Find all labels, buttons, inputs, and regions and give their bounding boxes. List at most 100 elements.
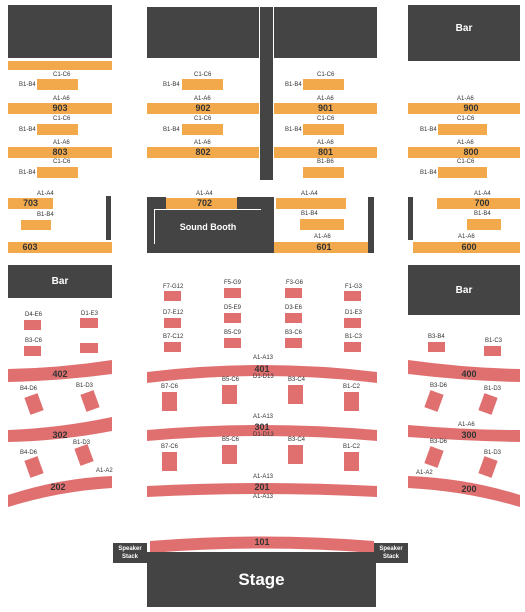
section-601-b-rows[interactable] <box>300 219 344 230</box>
box-b4d6-left-302[interactable] <box>24 456 44 478</box>
section-801-b-rows[interactable] <box>303 124 344 135</box>
bar-right[interactable] <box>408 265 520 315</box>
section-200-arc[interactable] <box>408 476 520 507</box>
section-402-label: 402 <box>52 369 68 379</box>
row-label: A1-A6 <box>458 234 475 240</box>
section-201-arc[interactable] <box>147 483 377 497</box>
bar-right-label: Bar <box>455 285 473 296</box>
box-b3d6-right-300[interactable] <box>424 390 444 412</box>
section-301-label: 301 <box>254 422 270 432</box>
box-b1d3-right-200[interactable] <box>478 456 498 478</box>
row-label: B5-C6 <box>222 437 240 443</box>
section-601-label: 601 <box>316 242 332 252</box>
row-label: C1-C6 <box>194 116 212 122</box>
box-f7g12[interactable] <box>164 291 181 301</box>
box-b5c6-401[interactable] <box>222 385 237 404</box>
section-401-arc[interactable] <box>147 365 377 383</box>
box-b5c9[interactable] <box>224 338 241 348</box>
section-702[interactable] <box>166 198 237 209</box>
box-b1c3-left[interactable] <box>80 343 98 353</box>
box-b1d3-right-300[interactable] <box>478 393 498 415</box>
section-601[interactable] <box>274 242 368 253</box>
section-801-lower[interactable] <box>303 167 344 178</box>
section-703-b-rows[interactable] <box>21 220 51 230</box>
section-903[interactable] <box>8 103 112 114</box>
section-803[interactable] <box>8 147 112 158</box>
box-d1e3-left[interactable] <box>80 318 98 328</box>
box-b3b4[interactable] <box>428 342 445 352</box>
section-900[interactable] <box>408 103 520 114</box>
section-801[interactable] <box>274 147 377 158</box>
section-300-arc[interactable] <box>408 425 520 442</box>
section-202-arc[interactable] <box>8 476 112 507</box>
section-301-arc[interactable] <box>147 425 377 441</box>
section-200-label: 200 <box>461 484 477 494</box>
section-800-b-rows[interactable] <box>438 124 487 135</box>
box-f1g3[interactable] <box>344 291 361 301</box>
section-902-b-rows[interactable] <box>182 79 223 90</box>
row-label: B3-C6 <box>285 330 303 336</box>
box-b3c4-301[interactable] <box>288 445 303 464</box>
section-800[interactable] <box>408 147 520 158</box>
section-901[interactable] <box>274 103 377 114</box>
box-b1c2-301[interactable] <box>344 452 359 471</box>
section-803-b-rows-lower[interactable] <box>37 167 78 178</box>
section-703[interactable] <box>8 198 53 209</box>
row-label: B5-C6 <box>222 377 240 383</box>
box-b3c6-center[interactable] <box>285 338 302 348</box>
section-600-b-rows[interactable] <box>467 219 501 230</box>
row-label: B1-B6 <box>317 159 334 165</box>
section-600[interactable] <box>413 242 520 253</box>
bar-left[interactable] <box>8 265 112 298</box>
box-b5c6-301[interactable] <box>222 445 237 464</box>
row-label: B3-B4 <box>428 334 445 340</box>
bar-top-right[interactable] <box>408 5 520 61</box>
box-b1d3-left-302[interactable] <box>74 444 94 466</box>
row-label: B4-D6 <box>20 386 38 392</box>
section-101-arc[interactable] <box>150 536 374 554</box>
row-label: C1-C6 <box>317 72 335 78</box>
box-b3d6-right-200[interactable] <box>424 446 444 468</box>
box-d7e12[interactable] <box>164 318 181 328</box>
section-400-arc[interactable] <box>408 360 520 382</box>
section-901-b-rows[interactable] <box>303 79 344 90</box>
row-label: B1-C3 <box>345 334 363 340</box>
section-800-lower[interactable] <box>438 167 487 178</box>
box-b1c3-center[interactable] <box>344 342 361 352</box>
box-b1c3-right[interactable] <box>484 346 501 356</box>
section-903-top-strip[interactable] <box>8 61 112 70</box>
section-302-arc[interactable] <box>8 417 112 442</box>
box-d1e3-center[interactable] <box>344 318 361 328</box>
box-b3c4-401[interactable] <box>288 385 303 404</box>
row-label: B1-C3 <box>485 338 503 344</box>
section-701-strip[interactable] <box>276 198 346 209</box>
section-903-b-rows[interactable] <box>37 79 78 90</box>
box-b3c6-left[interactable] <box>24 346 41 356</box>
box-b1d3-left-402[interactable] <box>80 390 100 412</box>
row-label: B1-B4 <box>19 170 36 176</box>
row-label: A1-A4 <box>37 191 54 197</box>
section-603[interactable] <box>8 242 112 253</box>
box-d4e6[interactable] <box>24 320 41 330</box>
row-label: C1-C6 <box>53 116 71 122</box>
section-803-b-rows[interactable] <box>37 124 78 135</box>
box-b1c2-401[interactable] <box>344 392 359 411</box>
box-d3e6[interactable] <box>285 313 302 323</box>
box-f5g9[interactable] <box>224 288 241 298</box>
row-label: A1-A6 <box>457 140 474 146</box>
section-802[interactable] <box>147 147 259 158</box>
row-label: C1-C6 <box>53 72 71 78</box>
box-d5e9[interactable] <box>224 313 241 323</box>
box-b7c6-401[interactable] <box>162 392 177 411</box>
box-b4d6-left-402[interactable] <box>24 393 44 415</box>
section-902[interactable] <box>147 103 259 114</box>
pillar-left <box>106 196 111 240</box>
box-b7c6-301[interactable] <box>162 452 177 471</box>
section-402-arc[interactable] <box>8 360 112 382</box>
section-901-label: 901 <box>317 103 334 113</box>
box-b7c12[interactable] <box>164 342 181 352</box>
box-f3g6[interactable] <box>285 288 302 298</box>
section-700[interactable] <box>437 198 520 209</box>
row-label: D1-E3 <box>81 311 99 317</box>
section-802-b-rows[interactable] <box>182 124 223 135</box>
